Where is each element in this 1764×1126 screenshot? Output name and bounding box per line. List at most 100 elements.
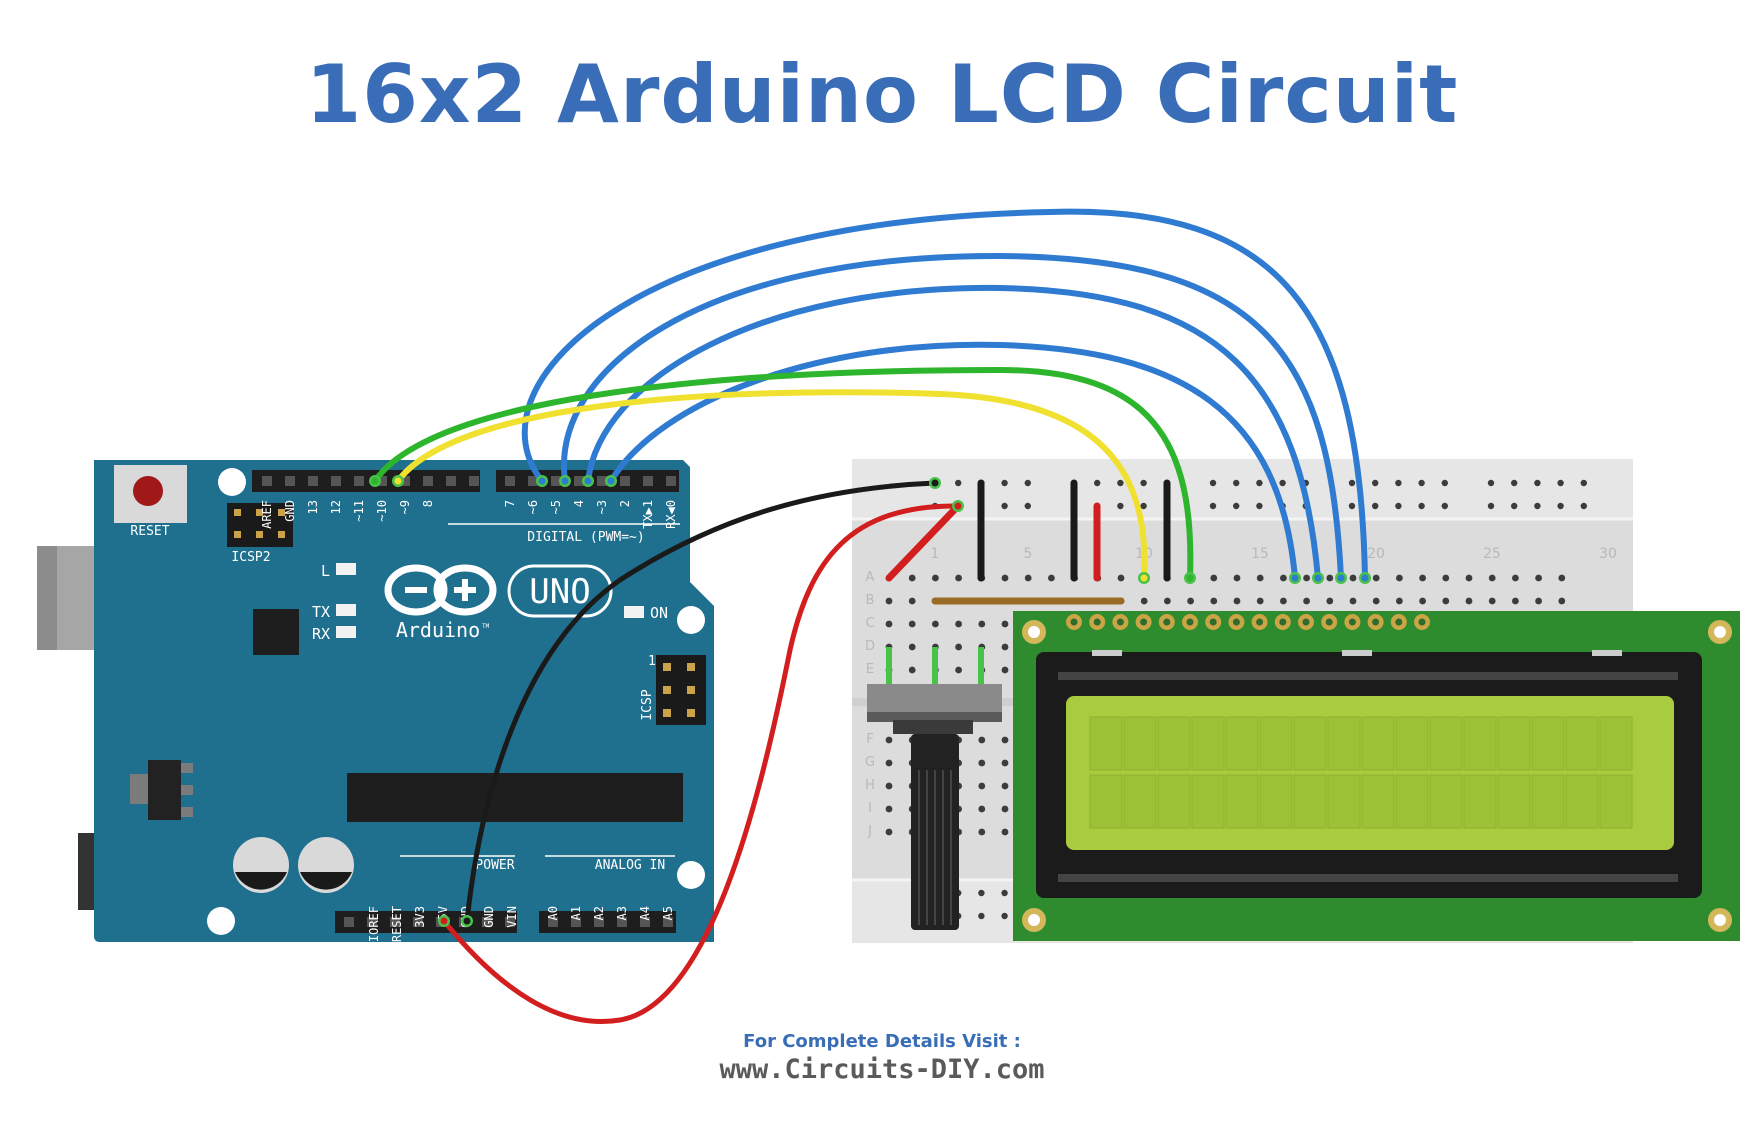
lcd-char-cell [1123, 774, 1157, 829]
strip-hole [978, 736, 986, 744]
brand-tm: TM [482, 623, 490, 630]
rail-hole [1441, 479, 1449, 487]
strip-hole [1535, 597, 1542, 605]
header-hole [344, 917, 354, 927]
row-letter-f: F [866, 732, 873, 747]
digital-header-left [252, 470, 480, 492]
header-hole [308, 476, 318, 486]
lcd-char-cell [1463, 774, 1497, 829]
analog-pin-label-4: A4 [638, 906, 652, 920]
header-hole [505, 476, 515, 486]
strip-hole [932, 574, 939, 582]
header-hole [400, 476, 410, 486]
rail-hole [1279, 479, 1286, 487]
header-hole [617, 917, 627, 927]
rail-hole [1511, 502, 1518, 510]
header-hole [663, 917, 673, 927]
header-hole [469, 476, 479, 486]
lcd-char-cell [1599, 774, 1633, 829]
voltage-regulator [148, 760, 181, 820]
row-letter-i: I [868, 801, 872, 816]
lcd-char-cell [1565, 774, 1599, 829]
arduino-logo [384, 564, 497, 616]
row-letter-h: H [865, 778, 875, 793]
header-hole [413, 917, 423, 927]
strip-hole [1488, 597, 1496, 605]
bb-jumper-red-diag [885, 502, 962, 582]
header-hole [446, 476, 456, 486]
main-mcu-chip [347, 773, 683, 822]
rail-hole [1233, 479, 1240, 487]
rail-hole [1395, 479, 1402, 487]
on-led-label: ON [650, 604, 668, 622]
footer-caption: For Complete Details Visit : [743, 1031, 1021, 1052]
lcd-char-cell [1157, 716, 1191, 771]
rail-hole [1094, 479, 1101, 487]
rail-hole [1348, 502, 1356, 510]
strip-hole [955, 620, 962, 628]
strip-hole [885, 805, 893, 813]
power-section-label: POWER [475, 858, 514, 873]
strip-hole [1024, 574, 1032, 582]
strip-hole [1419, 574, 1426, 582]
led-label-tx: TX [312, 603, 330, 621]
digital-pin-label-11: 4 [572, 500, 586, 507]
analog-pin-label-3: A3 [615, 906, 629, 920]
lcd-char-cell [1293, 716, 1327, 771]
rail-hole [1001, 889, 1008, 897]
strip-hole [1512, 597, 1519, 605]
lcd-char-cell [1497, 774, 1531, 829]
lcd-char-cell [1327, 774, 1361, 829]
usb-chip [253, 609, 299, 655]
footer-website-link[interactable]: www.Circuits-DIY.com [719, 1054, 1045, 1085]
strip-hole [932, 620, 939, 628]
header-hole [367, 917, 377, 927]
analog-section-label: ANALOG IN [595, 858, 665, 873]
rail-hole [1140, 479, 1147, 487]
reset-label: RESET [130, 524, 169, 539]
rail-hole [1441, 502, 1449, 510]
brand-label: Arduino [396, 618, 480, 642]
row-letter-b: B [866, 593, 875, 608]
lcd-char-cell [1089, 716, 1123, 771]
lcd-char-cell [1293, 774, 1327, 829]
lcd-char-cell [1191, 716, 1225, 771]
digital-pin-label-14: TX▶1 [641, 500, 655, 529]
strip-hole [1187, 597, 1194, 605]
header-hole [390, 917, 400, 927]
strip-hole [1117, 574, 1125, 582]
strip-hole [1210, 574, 1218, 582]
wire-blue-d7 [608, 341, 1298, 581]
lcd-char-cell [1565, 716, 1599, 771]
rail-hole [1001, 912, 1008, 920]
strip-hole [1349, 574, 1357, 582]
potentiometer [867, 684, 1002, 930]
header-hole [666, 476, 676, 486]
header-hole [354, 476, 364, 486]
lcd-char-cell [1395, 774, 1429, 829]
led-label-l: L [321, 562, 330, 580]
rail-hole [1487, 502, 1495, 510]
strip-hole [978, 828, 986, 836]
icsp2-label: ICSP2 [231, 550, 270, 565]
wire-yellow-e [395, 389, 1148, 581]
lcd-char-cell [1191, 774, 1225, 829]
rail-hole [1511, 479, 1518, 487]
breadboard-row-letters: A B C D E F G H I J [865, 570, 875, 839]
rail-hole [1348, 479, 1356, 487]
strip-hole [908, 597, 916, 605]
strip-hole [1048, 574, 1055, 582]
header-hole [620, 476, 630, 486]
lcd-char-cell [1429, 716, 1463, 771]
lcd-char-cell [1259, 774, 1293, 829]
rail-hole [1256, 502, 1263, 510]
row-letter-g: G [865, 755, 875, 770]
power-pin-label-0: IOREF [367, 906, 381, 942]
power-pin-label-5: GND [482, 906, 496, 928]
lcd-char-cell [1599, 716, 1633, 771]
rail-hole [955, 479, 962, 487]
header-hole [423, 476, 433, 486]
rail-hole [1001, 479, 1008, 487]
digital-pin-label-15: RX◀0 [664, 500, 678, 529]
